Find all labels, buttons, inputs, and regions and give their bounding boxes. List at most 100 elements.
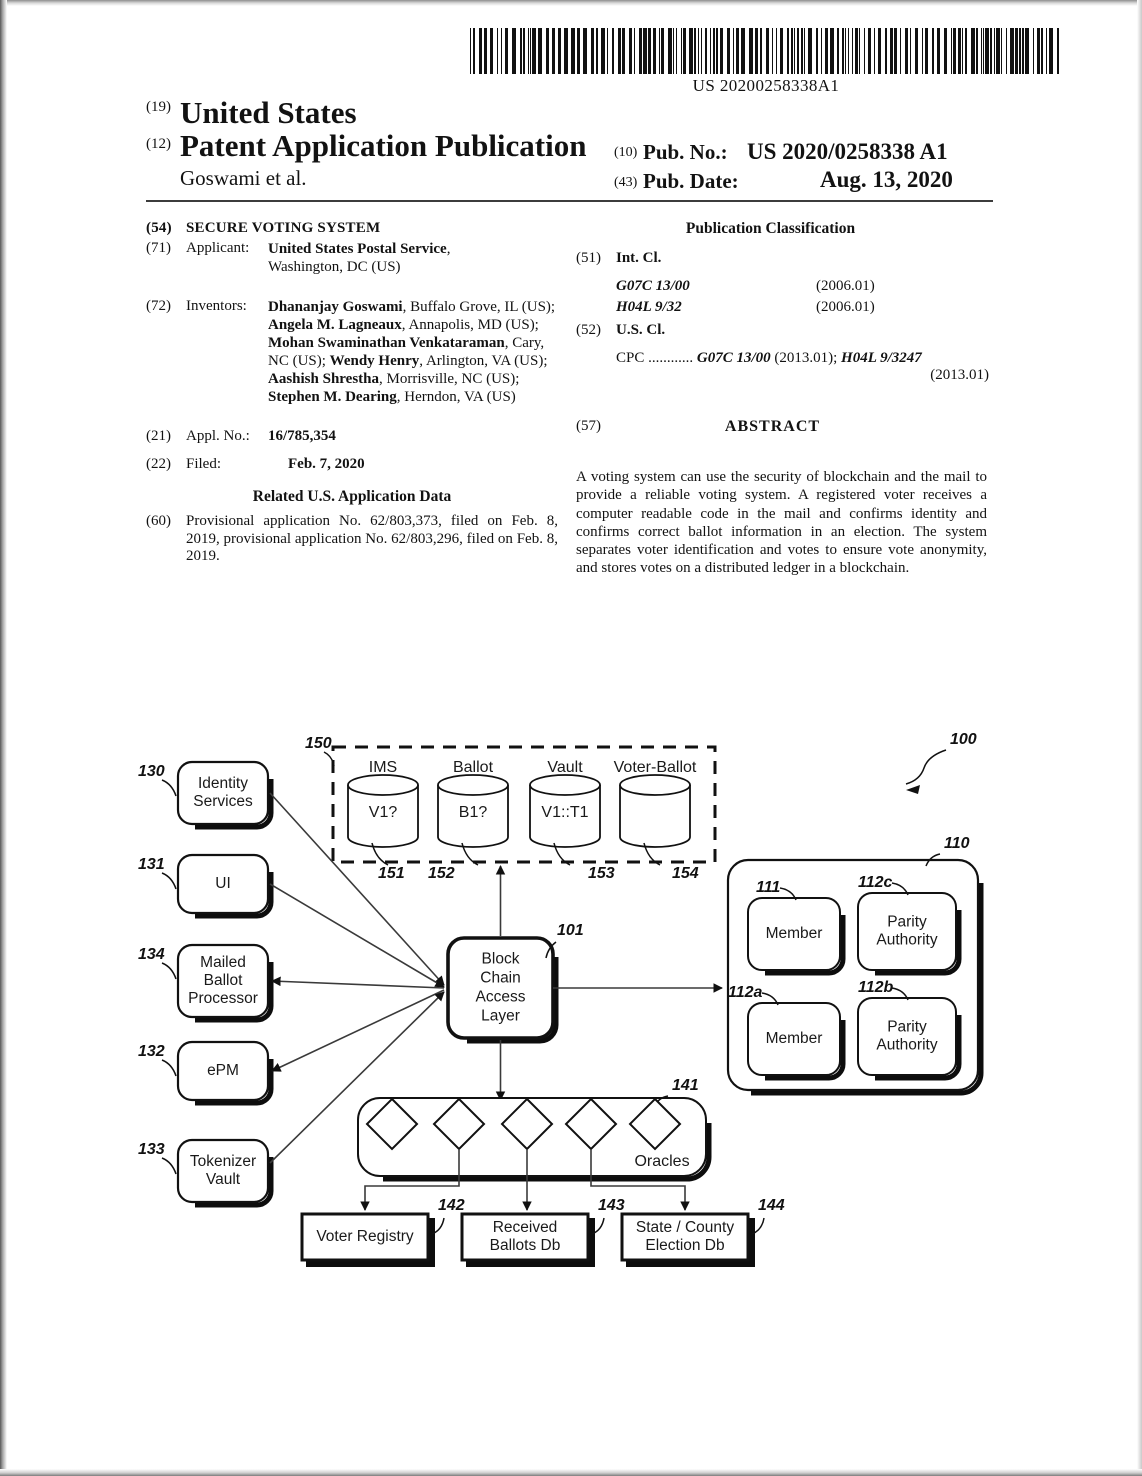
us-cl-tag: (52) bbox=[576, 322, 601, 338]
abstract-title: ABSTRACT bbox=[724, 418, 821, 435]
filed-value: Feb. 7, 2020 bbox=[288, 456, 365, 472]
datastore-value-151: V1? bbox=[369, 804, 398, 821]
applicant-tag: (71) bbox=[146, 240, 171, 256]
network-node-label-112c: Authority bbox=[876, 932, 937, 949]
ref-130: 130 bbox=[138, 763, 165, 780]
int-cl-entry: H04L 9/32(2006.01) bbox=[616, 299, 993, 320]
int-cl-code: H04L 9/32 bbox=[616, 299, 682, 315]
int-cl-tag: (51) bbox=[576, 250, 601, 266]
leader-152 bbox=[461, 842, 479, 866]
us-cl-label: U.S. Cl. bbox=[616, 322, 666, 338]
oracles-label: Oracles bbox=[634, 1153, 689, 1170]
leader-142 bbox=[431, 1217, 445, 1235]
header-divider bbox=[146, 200, 993, 202]
author-line: Goswami et al. bbox=[180, 166, 307, 190]
inventor-name: Angela M. Lagneaux bbox=[268, 317, 402, 333]
datastore-top-152 bbox=[437, 774, 509, 796]
ref-150: 150 bbox=[305, 735, 332, 752]
inventor-name: Dhananjay Goswami bbox=[268, 299, 403, 315]
module-label-130: Services bbox=[193, 793, 253, 810]
inventor-name: Stephen M. Dearing bbox=[268, 389, 397, 405]
leader-130 bbox=[161, 779, 177, 797]
edge-oracle2-to-voter-registry bbox=[360, 1149, 460, 1211]
publication-classification-heading: Publication Classification bbox=[685, 220, 856, 237]
abstract-heading-row: (57) ABSTRACT bbox=[576, 418, 993, 440]
oracle-node-1 bbox=[365, 1097, 419, 1151]
pubno-value: US 2020/0258338 A1 bbox=[747, 139, 948, 164]
leader-100-arrowhead bbox=[906, 785, 920, 794]
network-node-112b-shadow bbox=[875, 1015, 962, 1081]
ref-132: 132 bbox=[138, 1043, 165, 1060]
access-layer-label: Chain bbox=[480, 970, 521, 987]
network-node-112a bbox=[747, 1002, 841, 1076]
oracles-box-shadow bbox=[383, 1123, 712, 1182]
invention-title-tag: (54) bbox=[146, 220, 172, 236]
int-cl-code: G07C 13/00 bbox=[616, 278, 690, 294]
datastore-title-153: Vault bbox=[547, 759, 583, 776]
database-label-143: Received bbox=[493, 1219, 558, 1236]
network-node-label-112c: Parity bbox=[887, 914, 927, 931]
access-layer-box-shadow bbox=[467, 957, 559, 1044]
network-node-112c-shadow bbox=[875, 910, 962, 976]
appl-no-value: 16/785,354 bbox=[268, 428, 336, 444]
access-layer-label: Access bbox=[476, 989, 526, 1006]
module-box-130-shadow bbox=[195, 779, 274, 830]
datastore-top-153 bbox=[529, 774, 601, 796]
leader-151 bbox=[371, 842, 389, 866]
network-node-112a-shadow bbox=[765, 1020, 846, 1081]
module-label-134: Processor bbox=[188, 990, 258, 1007]
ref-112c: 112c bbox=[858, 874, 893, 891]
inventor-address: , Annapolis, MD (US); bbox=[401, 317, 539, 333]
database-label-144: Election Db bbox=[645, 1237, 724, 1254]
database-box-142 bbox=[300, 1212, 430, 1262]
int-cl-entry: G07C 13/00 (2006.01) bbox=[616, 278, 993, 299]
leader-144 bbox=[751, 1217, 765, 1235]
pubdate-tag: (43) bbox=[614, 175, 638, 190]
ref-111: 111 bbox=[756, 879, 780, 896]
module-box-134 bbox=[176, 943, 270, 1019]
barcode bbox=[468, 28, 1064, 74]
module-box-133-shadow bbox=[195, 1157, 274, 1208]
datastore-value-153: V1::T1 bbox=[541, 804, 588, 821]
cpc-edition-2: (2013.01) bbox=[930, 367, 989, 383]
inventor-name: Mohan Swaminathan Venkataraman bbox=[268, 335, 505, 351]
leader-110 bbox=[925, 853, 941, 867]
inventor-address: , Buffalo Grove, IL (US); bbox=[402, 299, 556, 315]
module-box-131-shadow bbox=[195, 872, 274, 919]
access-layer-label: Layer bbox=[481, 1008, 520, 1025]
pubdate-label: Pub. Date: bbox=[643, 169, 739, 193]
module-label-130: Identity bbox=[198, 775, 248, 792]
network-node-111 bbox=[747, 897, 841, 971]
datastore-value-152: B1? bbox=[459, 804, 488, 821]
datastore-body-153 bbox=[529, 785, 601, 848]
access-layer-label: Block bbox=[482, 951, 520, 968]
applicant-comma: , bbox=[446, 241, 451, 257]
applicant-row: (71) Applicant: United States Postal Ser… bbox=[146, 240, 558, 280]
inventor-address: , Morrisville, NC (US); bbox=[379, 371, 520, 387]
module-box-130 bbox=[176, 760, 270, 826]
abstract-text: A voting system can use the security of … bbox=[576, 469, 987, 577]
edge-oracle4-to-state-county bbox=[590, 1149, 690, 1211]
datastore-body-152 bbox=[437, 785, 509, 848]
leader-131 bbox=[161, 872, 177, 890]
ref-144: 144 bbox=[758, 1197, 785, 1214]
ref-134: 134 bbox=[138, 946, 165, 963]
ref-131: 131 bbox=[138, 856, 165, 873]
applicant-address: Washington, DC (US) bbox=[268, 259, 401, 275]
database-box-143 bbox=[460, 1212, 590, 1262]
kind-code-19: (19) bbox=[146, 99, 171, 115]
ref-141: 141 bbox=[672, 1077, 699, 1094]
leader-154 bbox=[643, 842, 661, 866]
database-label-143: Ballots Db bbox=[490, 1237, 561, 1254]
document-type-title: Patent Application Publication bbox=[180, 128, 587, 163]
leader-150 bbox=[323, 751, 335, 767]
module-label-132: ePM bbox=[207, 1062, 239, 1079]
leader-153 bbox=[553, 842, 571, 866]
filed-row: (22) Filed: Feb. 7, 2020 bbox=[146, 456, 558, 482]
appl-no-row: (21) Appl. No.: 16/785,354 bbox=[146, 428, 558, 450]
module-box-132-shadow bbox=[195, 1059, 274, 1106]
datastore-title-152: Ballot bbox=[453, 759, 494, 776]
int-cl-edition: (2006.01) bbox=[816, 278, 875, 294]
int-cl-row: (51) Int. Cl. bbox=[576, 250, 993, 272]
